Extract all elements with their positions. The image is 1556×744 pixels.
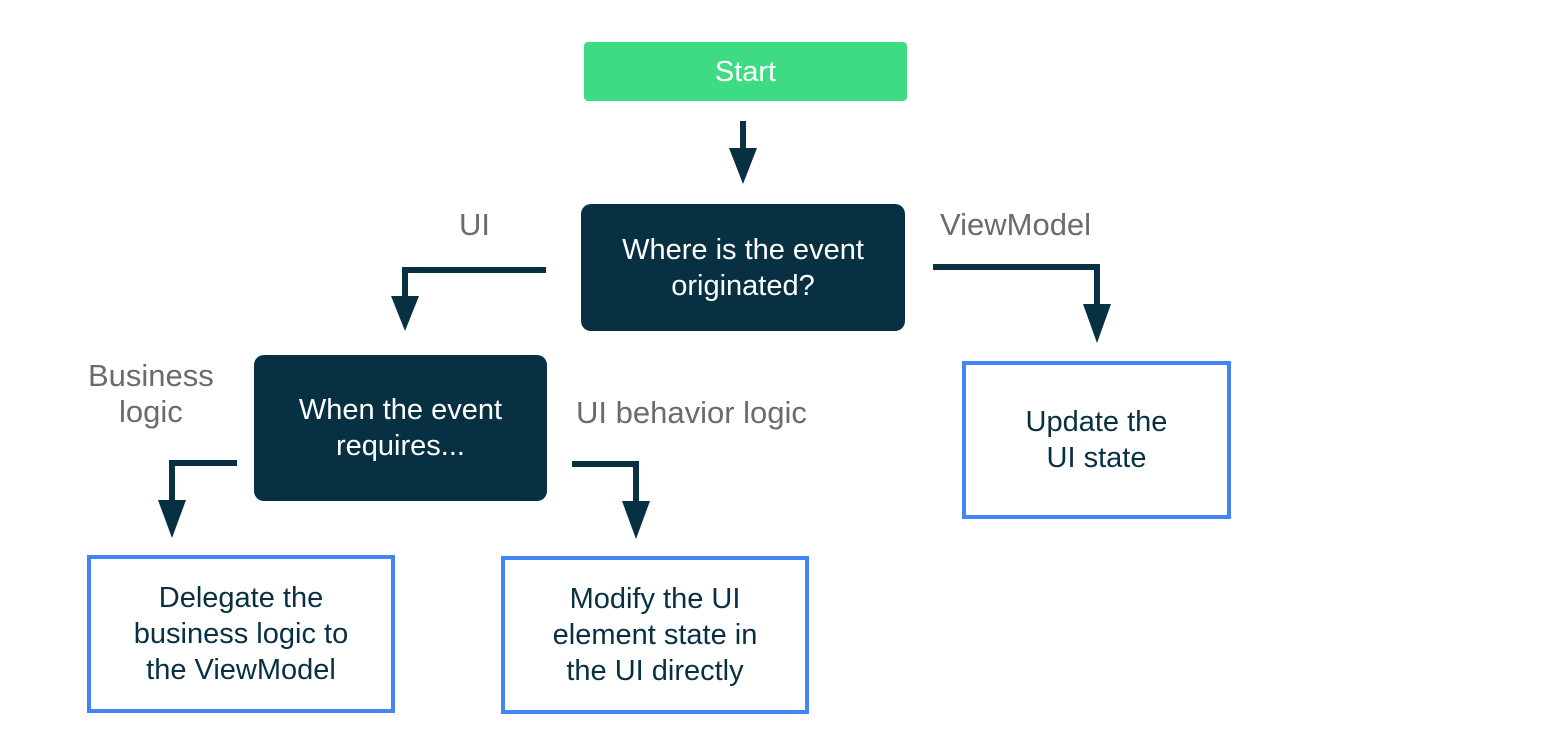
start-label: Start — [714, 55, 777, 88]
arrowhead-requires-to-delegate — [158, 500, 186, 538]
update-ui-state-text: Update the UI state — [1025, 406, 1168, 474]
update-ui-state-node: Update the UI state — [962, 361, 1231, 519]
start-node: Start — [584, 42, 907, 101]
arrowhead-requires-to-modify — [622, 501, 650, 539]
delegate-viewmodel-node: Delegate the business logic to the ViewM… — [87, 555, 395, 713]
modify-ui-element-text: Modify the UI element state in the UI di… — [552, 583, 758, 687]
edge-label-ui-behavior-logic: UI behavior logic — [576, 395, 807, 430]
edge-label-business-logic: Business logic — [88, 358, 214, 429]
modify-ui-element-node: Modify the UI element state in the UI di… — [501, 556, 809, 714]
origin-question-text: Where is the event originated? — [622, 233, 864, 302]
origin-decision-node: Where is the event originated? — [581, 204, 905, 331]
arrow-origin-to-requires — [402, 267, 546, 298]
edge-label-viewmodel: ViewModel — [940, 207, 1092, 242]
arrowhead-start-to-origin — [729, 148, 757, 184]
requires-decision-node: When the event requires... — [254, 355, 547, 501]
edge-label-ui: UI — [459, 207, 490, 242]
arrow-requires-to-delegate — [169, 460, 237, 502]
delegate-viewmodel-text: Delegate the business logic to the ViewM… — [133, 582, 349, 686]
arrow-requires-to-modify — [572, 461, 639, 503]
arrowhead-origin-to-requires — [391, 296, 419, 331]
arrowhead-origin-to-update — [1083, 304, 1111, 343]
arrow-origin-to-update — [933, 264, 1100, 306]
requires-question-text: When the event requires... — [298, 394, 503, 462]
